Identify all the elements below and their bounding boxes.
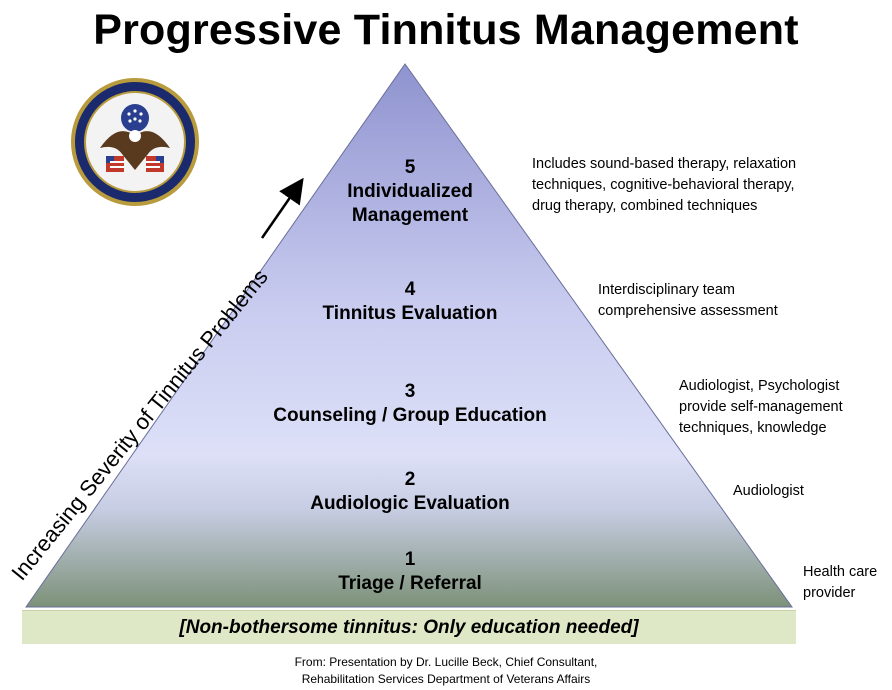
pyramid-shape [25, 63, 793, 608]
level-4-note: Interdisciplinary team comprehensive ass… [598, 280, 778, 322]
level-3-note-line: provide self-management [679, 399, 843, 415]
level-5-title-line2: Management [351, 205, 469, 226]
base-band: [Non-bothersome tinnitus: Only education… [22, 610, 796, 644]
level-1: 1 Triage / Referral [210, 548, 610, 596]
level-2: 2 Audiologic Evaluation [210, 468, 610, 516]
source-citation: From: Presentation by Dr. Lucille Beck, … [0, 654, 892, 688]
level-4-number: 4 [404, 279, 416, 300]
level-2-note: Audiologist [733, 481, 804, 502]
level-5: 5 Individualized Management [260, 156, 560, 228]
level-3-note-line: techniques, knowledge [679, 420, 827, 436]
source-line: Rehabilitation Services Department of Ve… [301, 672, 591, 686]
level-4: 4 Tinnitus Evaluation [260, 278, 560, 326]
level-1-note: Health care provider [803, 562, 877, 604]
va-seal-icon [71, 78, 199, 206]
level-5-note-line: Includes sound-based therapy, relaxation [532, 156, 797, 172]
level-5-note-line: drug therapy, combined techniques [532, 198, 758, 214]
level-1-note-line: Health care [803, 564, 878, 580]
level-2-note-line: Audiologist [733, 483, 804, 499]
level-3-note: Audiologist, Psychologist provide self-m… [679, 376, 843, 439]
level-5-title-line1: Individualized [347, 181, 473, 202]
level-1-note-line: provider [803, 585, 856, 601]
level-4-note-line: Interdisciplinary team [598, 282, 735, 298]
level-2-title: Audiologic Evaluation [310, 493, 510, 514]
base-text: [Non-bothersome tinnitus: Only education… [179, 616, 639, 638]
level-5-note: Includes sound-based therapy, relaxation… [532, 154, 796, 217]
level-3-number: 3 [404, 381, 416, 402]
level-1-number: 1 [404, 549, 416, 570]
level-2-number: 2 [404, 469, 416, 490]
level-3: 3 Counseling / Group Education [210, 380, 610, 428]
level-3-title: Counseling / Group Education [273, 405, 547, 426]
source-line: From: Presentation by Dr. Lucille Beck, … [294, 655, 598, 669]
level-5-number: 5 [404, 157, 416, 178]
level-4-title: Tinnitus Evaluation [322, 303, 498, 324]
level-1-title: Triage / Referral [338, 573, 482, 594]
level-5-note-line: techniques, cognitive-behavioral therapy… [532, 177, 795, 193]
page-title: Progressive Tinnitus Management [93, 6, 799, 54]
level-3-note-line: Audiologist, Psychologist [679, 378, 840, 394]
level-4-note-line: comprehensive assessment [598, 303, 778, 319]
